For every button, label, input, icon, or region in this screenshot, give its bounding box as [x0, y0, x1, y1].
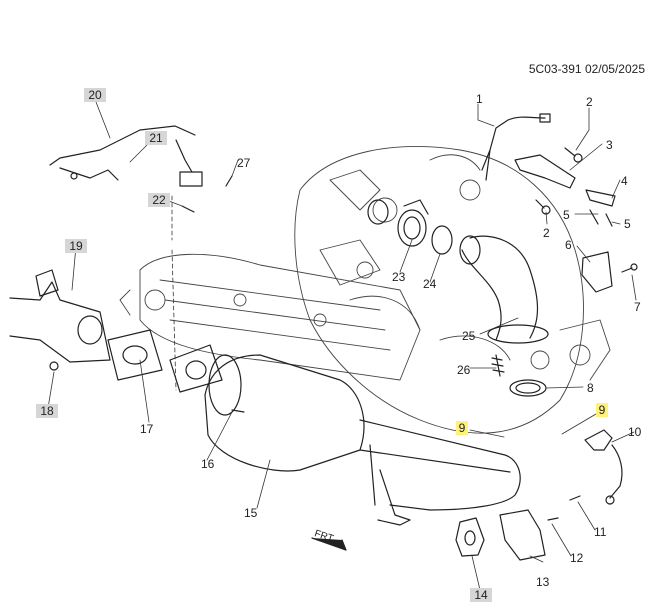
callout-1: 1: [476, 92, 483, 106]
callout-24: 24: [423, 277, 437, 291]
callout-7: 7: [634, 300, 641, 314]
callout-22: 22: [148, 193, 170, 207]
nut: [49, 361, 59, 371]
hanger-bracket: [499, 509, 546, 561]
bracket: [514, 154, 576, 189]
callout-9b: 9: [596, 403, 608, 417]
callout-9: 9: [456, 421, 468, 435]
bracket: [585, 189, 616, 207]
turbo-clamp: [397, 199, 429, 247]
downpipe: [459, 235, 549, 344]
hanger-insulator: [455, 517, 485, 557]
callout-10: 10: [628, 425, 642, 439]
temp-sensor: [584, 429, 613, 451]
callout-18: 18: [36, 404, 58, 418]
callout-23: 23: [392, 270, 406, 284]
front-arrow: [311, 537, 347, 551]
callout-6: 6: [565, 238, 572, 252]
callout-4: 4: [621, 174, 628, 188]
callout-25: 25: [462, 329, 476, 343]
bracket: [581, 251, 613, 293]
diagram-date: 02/05/2025: [584, 62, 645, 76]
callout-8: 8: [587, 381, 594, 395]
fastener: [181, 205, 195, 213]
upstream-o2-sensor: [489, 116, 546, 151]
harness: [49, 125, 196, 166]
callout-12: 12: [570, 551, 584, 565]
bolt: [535, 199, 545, 209]
callout-16: 16: [201, 457, 215, 471]
callout-2b: 2: [543, 226, 550, 240]
bolt: [589, 209, 599, 225]
callout-13: 13: [536, 575, 550, 589]
bolt: [569, 495, 581, 501]
callout-19: 19: [65, 239, 87, 253]
bolt: [564, 147, 576, 157]
inlet-pipe: [9, 269, 111, 363]
callout-17: 17: [140, 422, 154, 436]
callout-5b: 5: [624, 217, 631, 231]
converter-flange: [169, 344, 223, 393]
stud: [231, 409, 245, 413]
turbo-gasket: [431, 225, 453, 255]
callout-21: 21: [145, 131, 167, 145]
callout-5: 5: [563, 208, 570, 222]
diagram-header: 5C03-391 02/05/2025: [0, 62, 645, 76]
front-gasket: [107, 329, 163, 381]
callout-11: 11: [594, 525, 607, 539]
fastener: [225, 175, 233, 187]
catalytic-converter: [204, 354, 521, 526]
callout-15: 15: [244, 506, 258, 520]
callout-20: 20: [84, 88, 106, 102]
bolt: [605, 213, 613, 227]
bolt: [621, 267, 633, 273]
engine-block: [294, 145, 611, 434]
callout-27: 27: [237, 156, 251, 170]
leader-lines: [47, 101, 637, 591]
callout-2: 2: [586, 95, 593, 109]
diagram-id: 5C03-391: [528, 62, 582, 76]
callout-14: 14: [470, 588, 492, 602]
downstream-o2-sensor: [175, 139, 193, 173]
callout-26: 26: [457, 363, 471, 377]
callout-3: 3: [606, 138, 613, 152]
transmission: [119, 253, 421, 381]
